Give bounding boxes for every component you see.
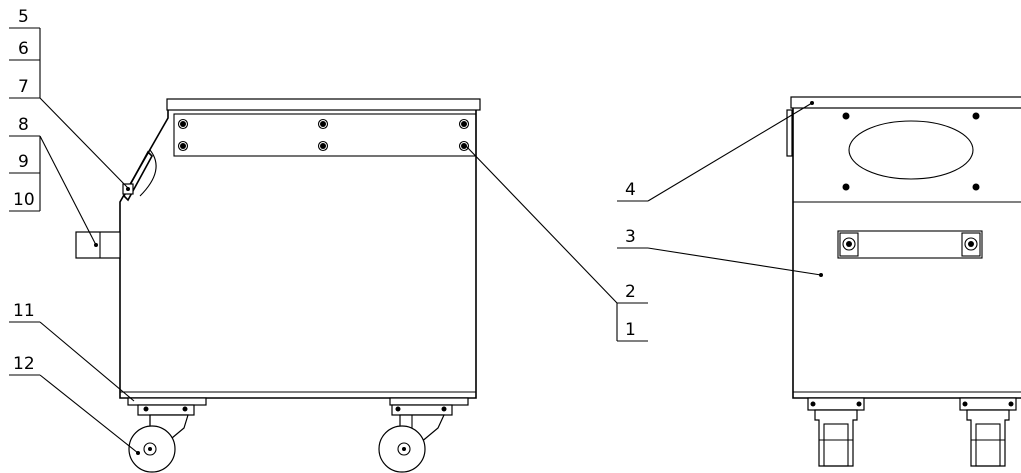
bolt-icon — [972, 183, 980, 191]
side-hinge-panel — [122, 149, 157, 202]
side-bolt-row — [177, 118, 470, 152]
callout-3: 3 — [625, 227, 636, 247]
callout-stack-left: 5 6 7 8 9 10 — [9, 7, 41, 212]
callout-7: 7 — [18, 77, 29, 97]
front-handle — [837, 230, 983, 259]
bolt-icon — [177, 118, 189, 130]
bolt-icon — [458, 118, 470, 130]
side-caster-left — [128, 404, 195, 473]
callout-6: 6 — [18, 39, 29, 59]
callout-stack-right: 2 1 — [616, 282, 648, 342]
bolt-icon — [177, 140, 189, 152]
bolt-icon — [458, 140, 470, 152]
bolt-icon — [317, 118, 329, 130]
callout-5: 5 — [18, 7, 29, 27]
leader-11 — [39, 321, 135, 402]
leader-4 — [647, 102, 813, 202]
front-caster-right — [959, 397, 1017, 467]
leader-7 — [39, 97, 129, 189]
callout-11: 11 — [13, 301, 35, 321]
leader-12 — [39, 374, 139, 454]
side-top-lid — [166, 98, 481, 111]
front-lid-tab — [786, 109, 793, 157]
leader-3 — [647, 247, 822, 276]
bolt-icon — [972, 112, 980, 120]
front-view — [786, 96, 1021, 467]
side-caster-right — [378, 404, 453, 473]
bolt-icon — [317, 140, 329, 152]
front-caster-left — [807, 397, 865, 467]
side-body-outline — [119, 110, 477, 399]
front-body-outline — [792, 108, 1021, 399]
callout-2: 2 — [625, 282, 636, 302]
side-bolt-plate — [173, 113, 477, 157]
side-base-skid-right — [389, 397, 469, 406]
callout-9: 9 — [18, 152, 29, 172]
callout-8: 8 — [18, 115, 29, 135]
bolt-icon — [842, 112, 850, 120]
callout-1: 1 — [625, 320, 636, 340]
leader-8 — [39, 135, 97, 246]
front-top-lid — [790, 96, 1021, 109]
callout-4: 4 — [625, 180, 636, 200]
side-base-skid — [127, 397, 207, 406]
callout-12: 12 — [13, 354, 35, 374]
front-oval-window — [848, 120, 974, 180]
callout-10: 10 — [13, 190, 35, 210]
side-view — [75, 98, 481, 473]
leader-2 — [465, 145, 618, 304]
bolt-icon — [842, 183, 850, 191]
